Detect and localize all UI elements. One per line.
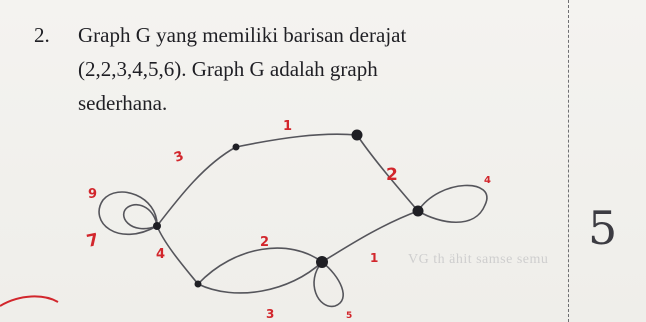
red-edge-marks: 3 1 2 4 9 7 4 2 3 1 5	[85, 119, 491, 321]
edge-v5-v2b-b	[197, 261, 323, 294]
edge-mark: 7	[85, 230, 101, 252]
answer-mark: 5	[588, 201, 617, 255]
vertex-v3	[232, 143, 240, 151]
edge-mark: 2	[260, 235, 269, 250]
edge-v3-v2a	[235, 133, 358, 148]
loop-v6-outer	[98, 191, 158, 236]
edge-mark: 9	[88, 187, 97, 202]
edge-mark: 4	[156, 247, 165, 262]
vertex-v2b	[194, 280, 202, 288]
edge-mark: 5	[346, 311, 352, 321]
loop-v4	[417, 184, 488, 224]
question-number: 2.	[34, 23, 50, 47]
edge-mark: 3	[172, 149, 186, 166]
vertex-v4	[412, 205, 424, 217]
vertex-v2a	[351, 129, 363, 141]
vertex-v6	[153, 222, 161, 230]
vertex-v5	[316, 256, 328, 268]
question-line-1: Graph G yang memiliki barisan derajat	[78, 23, 407, 47]
loop-v6-inner	[122, 203, 158, 230]
loop-v5	[313, 261, 344, 308]
question-text: Graph G yang memiliki barisan derajat (2…	[78, 18, 578, 120]
edge-v2a-v4	[356, 134, 419, 212]
edge-v4-v5	[321, 210, 419, 263]
graph-edges	[98, 133, 488, 308]
graph-vertices	[153, 129, 424, 288]
edge-v5-v2b-a	[197, 247, 323, 285]
edge-mark: 2	[386, 165, 398, 185]
edge-mark: 1	[370, 251, 378, 265]
margin-divider	[568, 0, 569, 322]
edge-v6-v3	[156, 146, 237, 227]
edge-v2b-v6	[156, 225, 199, 285]
edge-mark: 4	[484, 175, 491, 186]
red-arc-corner	[0, 295, 59, 307]
question-line-3: sederhana.	[78, 91, 168, 115]
edge-mark: 1	[283, 119, 292, 134]
show-through-text: VG th ähit samse semu	[408, 252, 549, 267]
edge-mark: 3	[266, 307, 274, 321]
question-line-2: (2,2,3,4,5,6). Graph G adalah graph	[78, 57, 378, 81]
